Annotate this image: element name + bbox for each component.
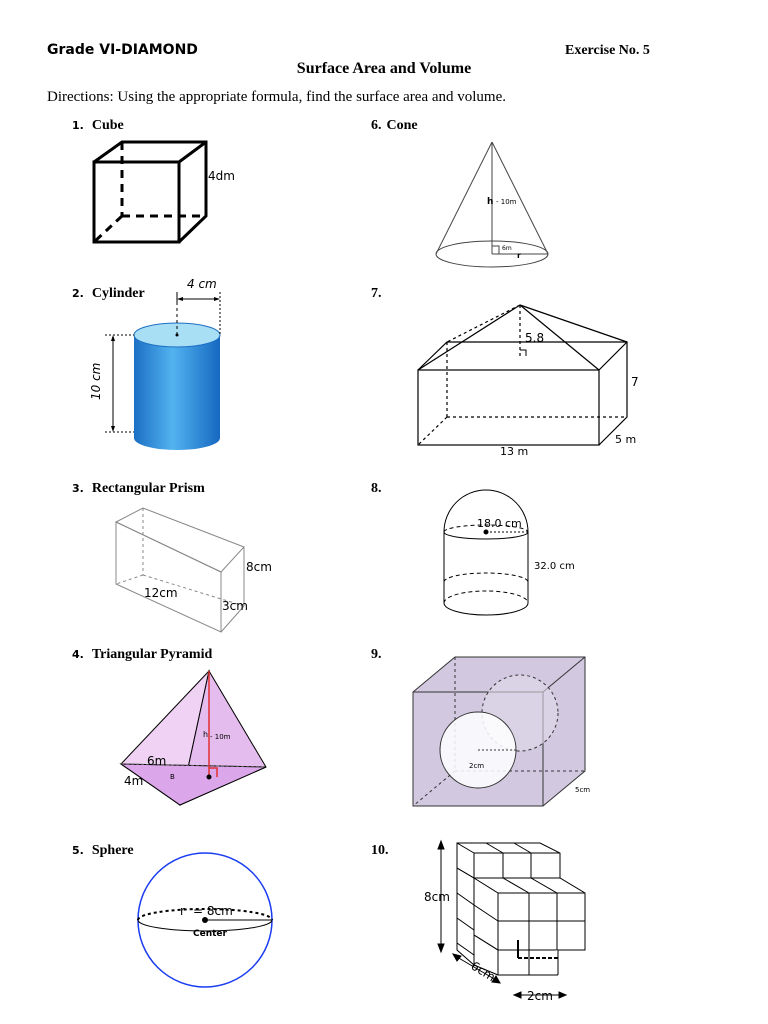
prism-pyramid-figure	[417, 304, 628, 446]
cylinder-height: 10 cm	[89, 363, 103, 400]
rect-prism-length: 12cm	[144, 586, 178, 600]
stack-height: 8cm	[424, 890, 450, 904]
prism-height: 7	[631, 375, 639, 389]
item-label-7: 7.	[371, 286, 382, 301]
cone-height: - 10m	[496, 198, 517, 206]
cylinder-figure	[105, 292, 221, 450]
capsule-height: 32.0 cm	[534, 561, 575, 572]
item-label-rect-prism: 3.Rectangular Prism	[72, 481, 205, 496]
pyramid-base-side: 6m	[147, 754, 166, 768]
directions-text: Directions: Using the appropriate formul…	[47, 89, 507, 105]
cube-sphere-diameter: 2cm	[469, 762, 484, 770]
cone-r-letter: r	[517, 251, 521, 260]
cube-figure	[92, 140, 208, 244]
pyramid-base-label: B	[170, 773, 175, 781]
cube-sphere-side: 5cm	[575, 786, 590, 794]
item-label-sphere: 5.Sphere	[72, 843, 134, 858]
exercise-number: Exercise No. 5	[565, 43, 650, 58]
cylinder-diameter: 4 cm	[187, 277, 217, 291]
prism-width: 5 m	[615, 433, 636, 446]
sphere-radius: = 8cm	[193, 904, 233, 918]
cube-dim: 4dm	[208, 169, 235, 183]
prism-length: 13 m	[500, 445, 528, 458]
stacked-cubes-figure	[437, 839, 586, 999]
prism-slant-height: 5.8	[525, 331, 544, 345]
item-label-8: 8.	[371, 481, 382, 496]
sphere-r-letter: r	[180, 904, 185, 918]
sphere-figure	[137, 852, 273, 988]
stack-width: 2cm	[527, 989, 553, 1003]
pyramid-base-depth: 4m	[124, 774, 143, 788]
item-label-tri-pyramid: 4.Triangular Pyramid	[72, 647, 213, 662]
item-label-cylinder: 2.Cylinder	[72, 286, 145, 301]
sphere-center-label: Center	[193, 929, 228, 939]
rect-prism-width: 3cm	[222, 599, 248, 613]
cube-sphere-figure	[412, 656, 586, 807]
pyramid-height: - 10m	[210, 733, 231, 741]
tri-pyramid-figure	[119, 669, 267, 806]
cone-radius: 6m	[502, 245, 512, 252]
item-label-cone: 6.Cone	[371, 118, 418, 133]
item-label-9: 9.	[371, 647, 382, 662]
cone-figure	[435, 141, 549, 268]
grade-label: Grade VI-DIAMOND	[47, 42, 198, 58]
item-label-cube: 1.Cube	[72, 118, 124, 133]
rect-prism-figure	[114, 507, 245, 633]
pyramid-h-letter: h	[203, 730, 208, 739]
page-title: Surface Area and Volume	[296, 60, 472, 77]
capsule-figure	[443, 489, 529, 616]
capsule-diameter: 18.0 cm	[477, 517, 522, 530]
rect-prism-height: 8cm	[246, 560, 272, 574]
cone-h-letter: h	[487, 197, 493, 207]
item-label-10: 10.	[371, 843, 389, 858]
